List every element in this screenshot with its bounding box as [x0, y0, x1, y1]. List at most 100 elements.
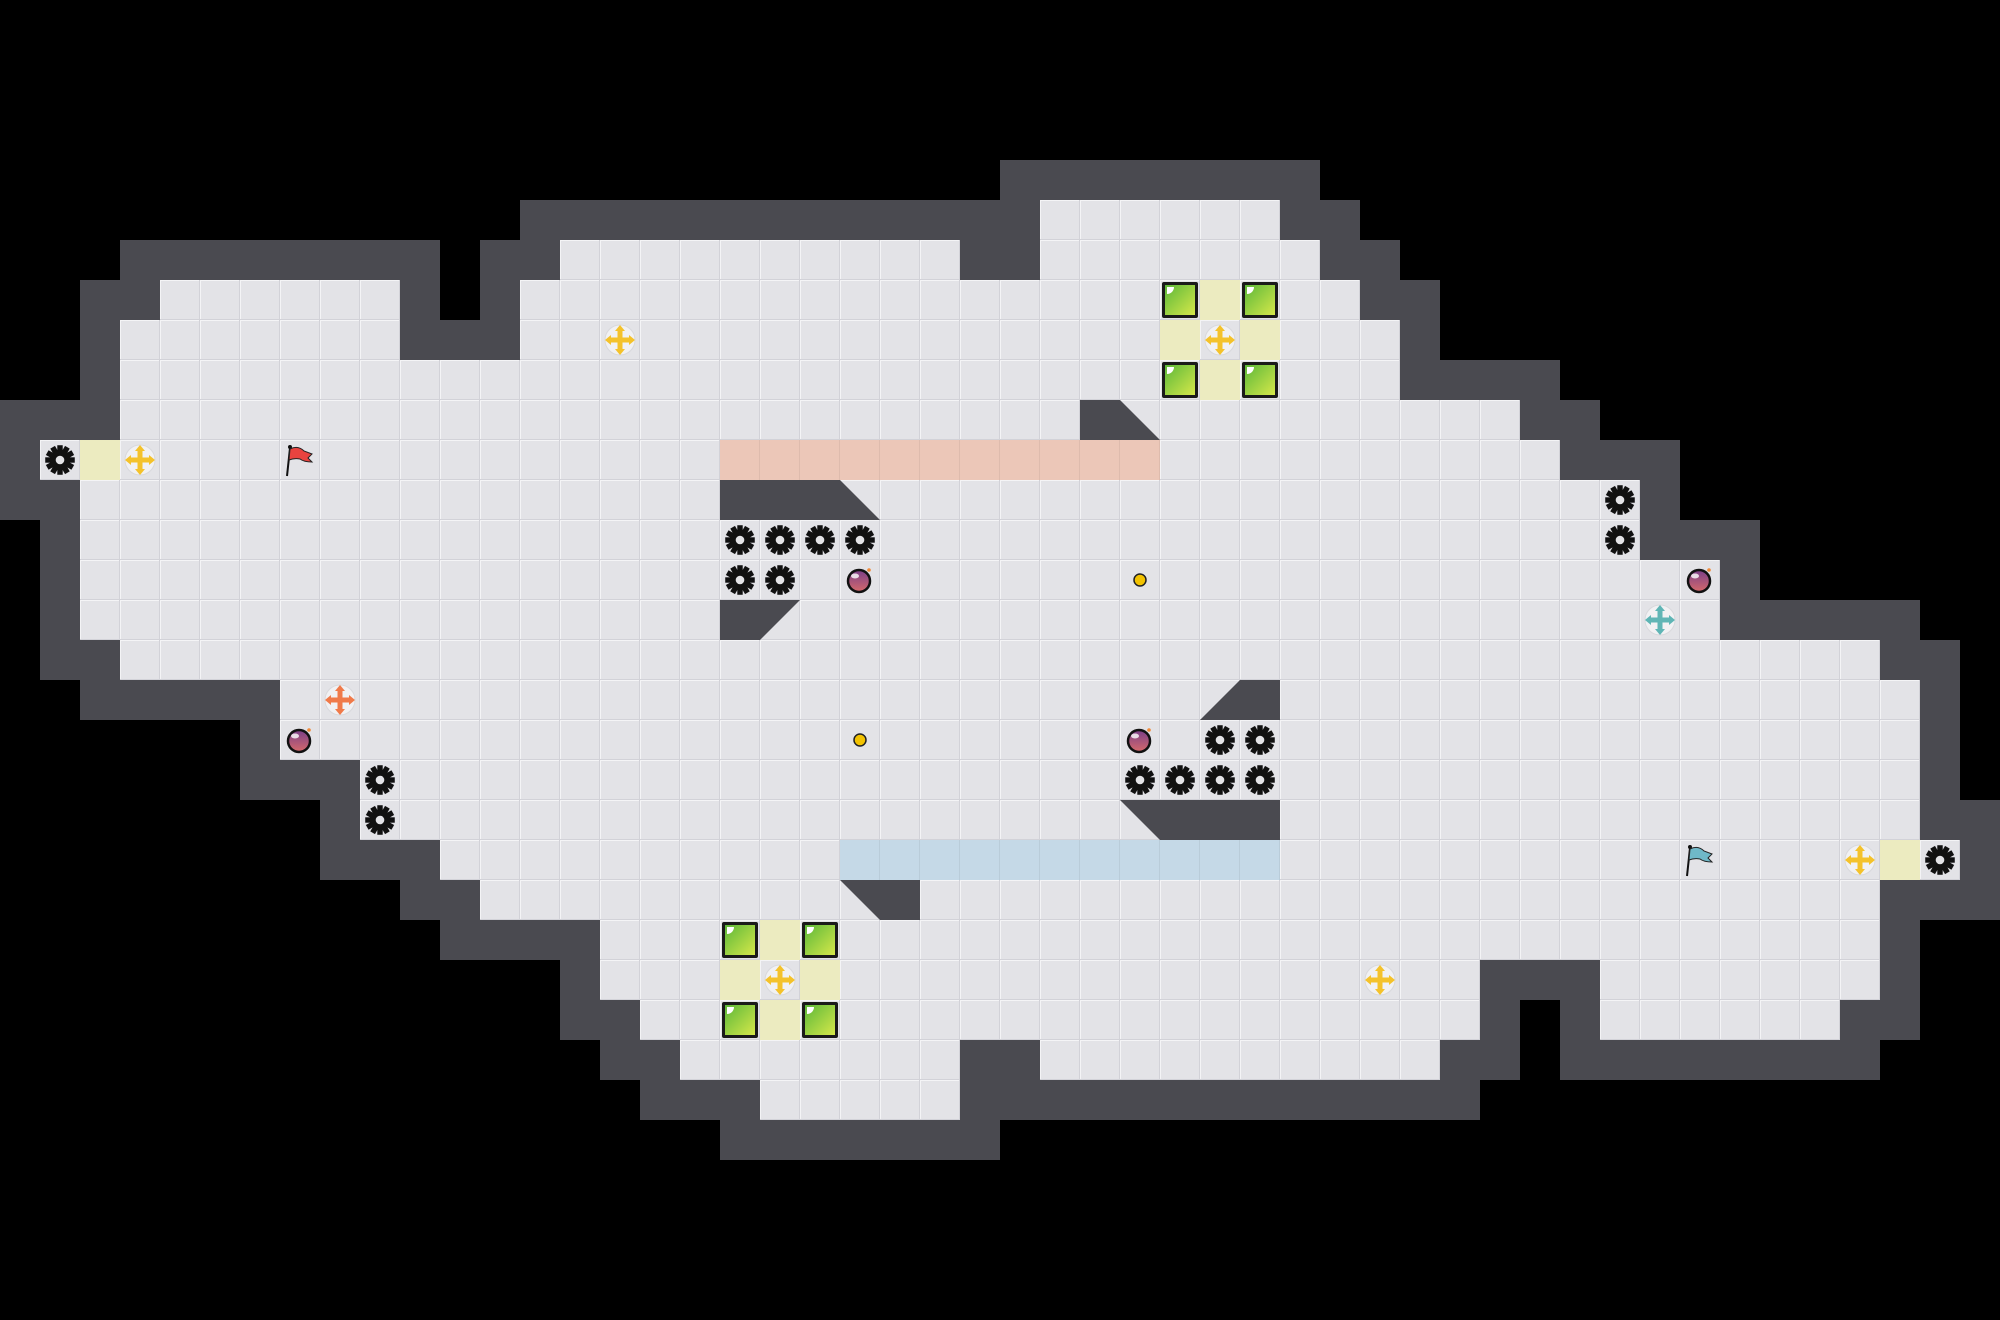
floor-tile[interactable] — [480, 600, 520, 640]
floor-tile[interactable] — [320, 600, 360, 640]
floor-tile[interactable] — [160, 280, 200, 320]
floor-tile[interactable] — [280, 680, 320, 720]
floor-tile[interactable] — [240, 320, 280, 360]
floor-tile[interactable] — [1600, 640, 1640, 680]
floor-tile[interactable] — [560, 800, 600, 840]
floor-tile[interactable] — [560, 880, 600, 920]
floor-tile[interactable] — [680, 640, 720, 680]
floor-tile[interactable] — [1120, 920, 1160, 960]
floor-tile[interactable] — [1480, 880, 1520, 920]
floor-tile[interactable] — [1120, 600, 1160, 640]
floor-tile[interactable] — [320, 640, 360, 680]
floor-tile[interactable] — [1680, 960, 1720, 1000]
floor-tile[interactable] — [960, 800, 1000, 840]
floor-tile[interactable] — [1120, 280, 1160, 320]
floor-tile[interactable] — [1360, 760, 1400, 800]
floor-tile[interactable] — [1240, 400, 1280, 440]
floor-tile[interactable] — [1440, 840, 1480, 880]
floor-tile[interactable] — [1600, 920, 1640, 960]
floor-tile[interactable] — [240, 400, 280, 440]
floor-tile[interactable] — [1280, 480, 1320, 520]
floor-tile[interactable] — [1440, 520, 1480, 560]
floor-tile[interactable] — [1360, 880, 1400, 920]
floor-tile[interactable] — [840, 1000, 880, 1040]
floor-tile[interactable] — [1600, 680, 1640, 720]
floor-tile[interactable] — [800, 840, 840, 880]
floor-tile[interactable] — [1280, 600, 1320, 640]
floor-tile[interactable] — [80, 480, 120, 520]
floor-tile[interactable] — [720, 280, 760, 320]
floor-tile[interactable] — [1200, 960, 1240, 1000]
floor-tile[interactable] — [1320, 400, 1360, 440]
floor-tile[interactable] — [760, 240, 800, 280]
floor-tile[interactable] — [1520, 520, 1560, 560]
yellow-move-arrows-icon[interactable] — [1200, 320, 1240, 360]
floor-tile[interactable] — [240, 560, 280, 600]
floor-tile[interactable] — [1760, 760, 1800, 800]
floor-tile[interactable] — [320, 560, 360, 600]
floor-tile[interactable] — [1440, 680, 1480, 720]
floor-tile[interactable] — [1680, 720, 1720, 760]
floor-tile[interactable] — [520, 720, 560, 760]
floor-tile[interactable] — [600, 600, 640, 640]
floor-tile[interactable] — [1160, 400, 1200, 440]
floor-tile[interactable] — [1080, 760, 1120, 800]
floor-tile[interactable] — [680, 960, 720, 1000]
floor-tile[interactable] — [480, 720, 520, 760]
floor-tile[interactable] — [1360, 320, 1400, 360]
floor-tile[interactable] — [1080, 600, 1120, 640]
floor-tile[interactable] — [80, 560, 120, 600]
floor-tile[interactable] — [1440, 400, 1480, 440]
floor-tile[interactable] — [400, 600, 440, 640]
floor-tile[interactable] — [360, 640, 400, 680]
floor-tile[interactable] — [1000, 520, 1040, 560]
bomb-icon[interactable] — [1120, 720, 1160, 760]
floor-tile[interactable] — [1080, 200, 1120, 240]
floor-tile[interactable] — [840, 760, 880, 800]
floor-tile[interactable] — [1360, 400, 1400, 440]
floor-tile[interactable] — [1240, 200, 1280, 240]
floor-tile[interactable] — [1080, 320, 1120, 360]
floor-tile[interactable] — [720, 880, 760, 920]
floor-tile[interactable] — [280, 560, 320, 600]
floor-tile[interactable] — [120, 400, 160, 440]
floor-tile[interactable] — [640, 280, 680, 320]
floor-tile[interactable] — [1680, 800, 1720, 840]
floor-tile[interactable] — [1560, 680, 1600, 720]
floor-tile[interactable] — [800, 320, 840, 360]
floor-tile[interactable] — [600, 480, 640, 520]
floor-tile[interactable] — [1320, 840, 1360, 880]
floor-tile[interactable] — [1840, 640, 1880, 680]
floor-tile[interactable] — [1400, 840, 1440, 880]
floor-tile[interactable] — [1680, 600, 1720, 640]
floor-tile[interactable] — [920, 720, 960, 760]
floor-tile[interactable] — [1200, 920, 1240, 960]
floor-tile[interactable] — [1320, 760, 1360, 800]
floor-tile[interactable] — [1760, 840, 1800, 880]
floor-tile[interactable] — [1120, 480, 1160, 520]
floor-tile[interactable] — [880, 680, 920, 720]
floor-tile[interactable] — [680, 280, 720, 320]
coin-icon[interactable] — [1120, 560, 1160, 600]
floor-tile[interactable] — [920, 280, 960, 320]
floor-tile[interactable] — [920, 880, 960, 920]
floor-tile[interactable] — [520, 800, 560, 840]
floor-tile[interactable] — [1200, 400, 1240, 440]
floor-tile[interactable] — [1200, 240, 1240, 280]
floor-tile[interactable] — [1360, 520, 1400, 560]
floor-tile[interactable] — [560, 760, 600, 800]
floor-tile[interactable] — [1440, 440, 1480, 480]
floor-tile[interactable] — [1120, 1040, 1160, 1080]
floor-tile[interactable] — [1760, 800, 1800, 840]
floor-tile[interactable] — [1520, 800, 1560, 840]
floor-tile[interactable] — [920, 960, 960, 1000]
floor-tile[interactable] — [1440, 1000, 1480, 1040]
floor-tile[interactable] — [880, 640, 920, 680]
floor-tile[interactable] — [480, 880, 520, 920]
floor-tile[interactable] — [1600, 800, 1640, 840]
floor-tile[interactable] — [1320, 280, 1360, 320]
floor-tile[interactable] — [600, 360, 640, 400]
floor-tile[interactable] — [280, 320, 320, 360]
floor-tile[interactable] — [1000, 600, 1040, 640]
floor-tile[interactable] — [320, 720, 360, 760]
